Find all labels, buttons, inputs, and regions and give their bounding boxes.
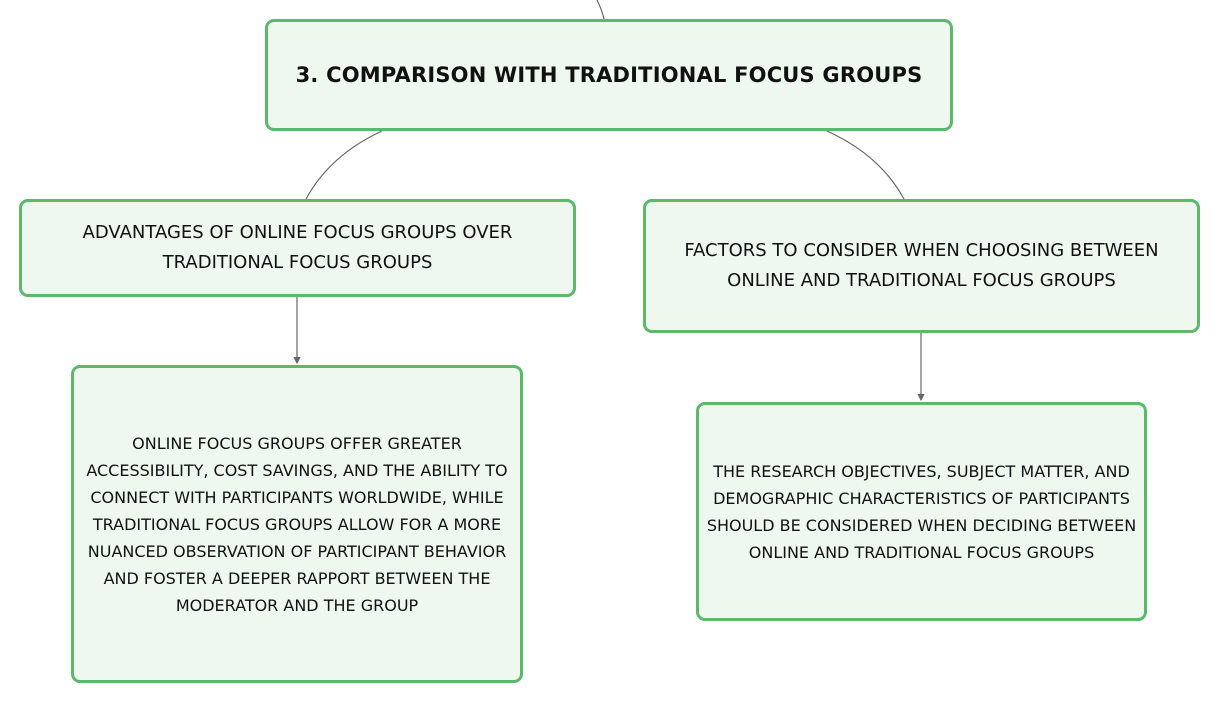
connector-root-to-factors xyxy=(826,130,905,200)
node-advantages[interactable]: ADVANTAGES OF ONLINE FOCUS GROUPS OVER T… xyxy=(19,199,576,297)
node-factors[interactable]: FACTORS TO CONSIDER WHEN CHOOSING BETWEE… xyxy=(643,199,1200,333)
node-root[interactable]: 3. COMPARISON WITH TRADITIONAL FOCUS GRO… xyxy=(265,19,953,131)
node-factors-label: FACTORS TO CONSIDER WHEN CHOOSING BETWEE… xyxy=(684,240,1159,291)
node-factors-detail-label: THE RESEARCH OBJECTIVES, SUBJECT MATTER,… xyxy=(706,461,1137,562)
node-root-label: 3. COMPARISON WITH TRADITIONAL FOCUS GRO… xyxy=(295,63,923,87)
connector-parent-to-root xyxy=(596,0,605,20)
node-advantages-detail[interactable]: ONLINE FOCUS GROUPS OFFER GREATER ACCESS… xyxy=(71,365,523,683)
connector-root-to-advantages xyxy=(305,130,383,200)
node-advantages-label: ADVANTAGES OF ONLINE FOCUS GROUPS OVER T… xyxy=(82,222,513,273)
node-factors-detail[interactable]: THE RESEARCH OBJECTIVES, SUBJECT MATTER,… xyxy=(696,402,1147,621)
node-advantages-detail-label: ONLINE FOCUS GROUPS OFFER GREATER ACCESS… xyxy=(86,433,508,615)
